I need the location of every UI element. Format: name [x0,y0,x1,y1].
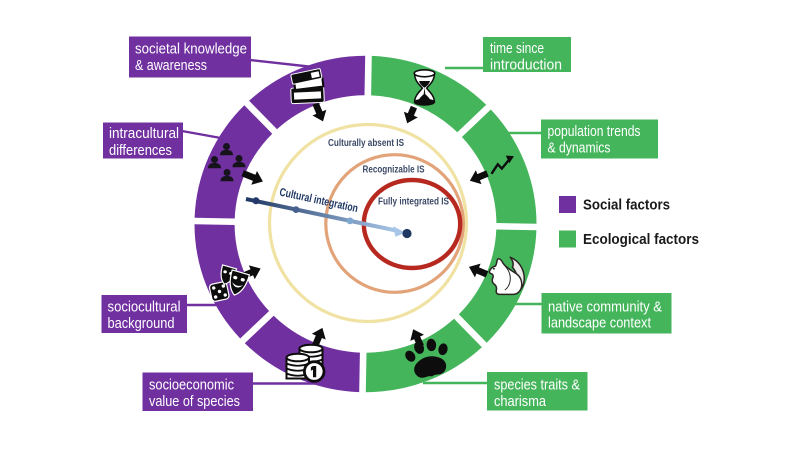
svg-text:background: background [108,315,175,332]
svg-text:differences: differences [109,142,172,159]
svg-text:charisma: charisma [494,393,547,410]
svg-text:value of species: value of species [149,393,240,410]
svg-text:Recognizable IS: Recognizable IS [363,164,425,176]
svg-text:introduction: introduction [490,57,562,74]
svg-text:socioeconomic: socioeconomic [149,377,234,394]
svg-text:Ecological factors: Ecological factors [583,231,699,248]
svg-text:societal knowledge: societal knowledge [135,41,247,58]
svg-text:native community &: native community & [548,299,662,316]
svg-text:landscape context: landscape context [548,315,652,332]
svg-text:intracultural: intracultural [109,125,179,142]
svg-text:time since: time since [490,40,544,57]
svg-text:& dynamics: & dynamics [548,140,611,157]
svg-text:Culturally absent IS: Culturally absent IS [328,137,404,149]
svg-text:Fully integrated IS: Fully integrated IS [378,196,449,208]
svg-text:Social factors: Social factors [583,197,670,214]
svg-text:sociocultural: sociocultural [108,299,181,316]
svg-text:population trends: population trends [548,123,641,140]
svg-text:species traits &: species traits & [494,377,580,394]
svg-text:& awareness: & awareness [135,57,207,74]
